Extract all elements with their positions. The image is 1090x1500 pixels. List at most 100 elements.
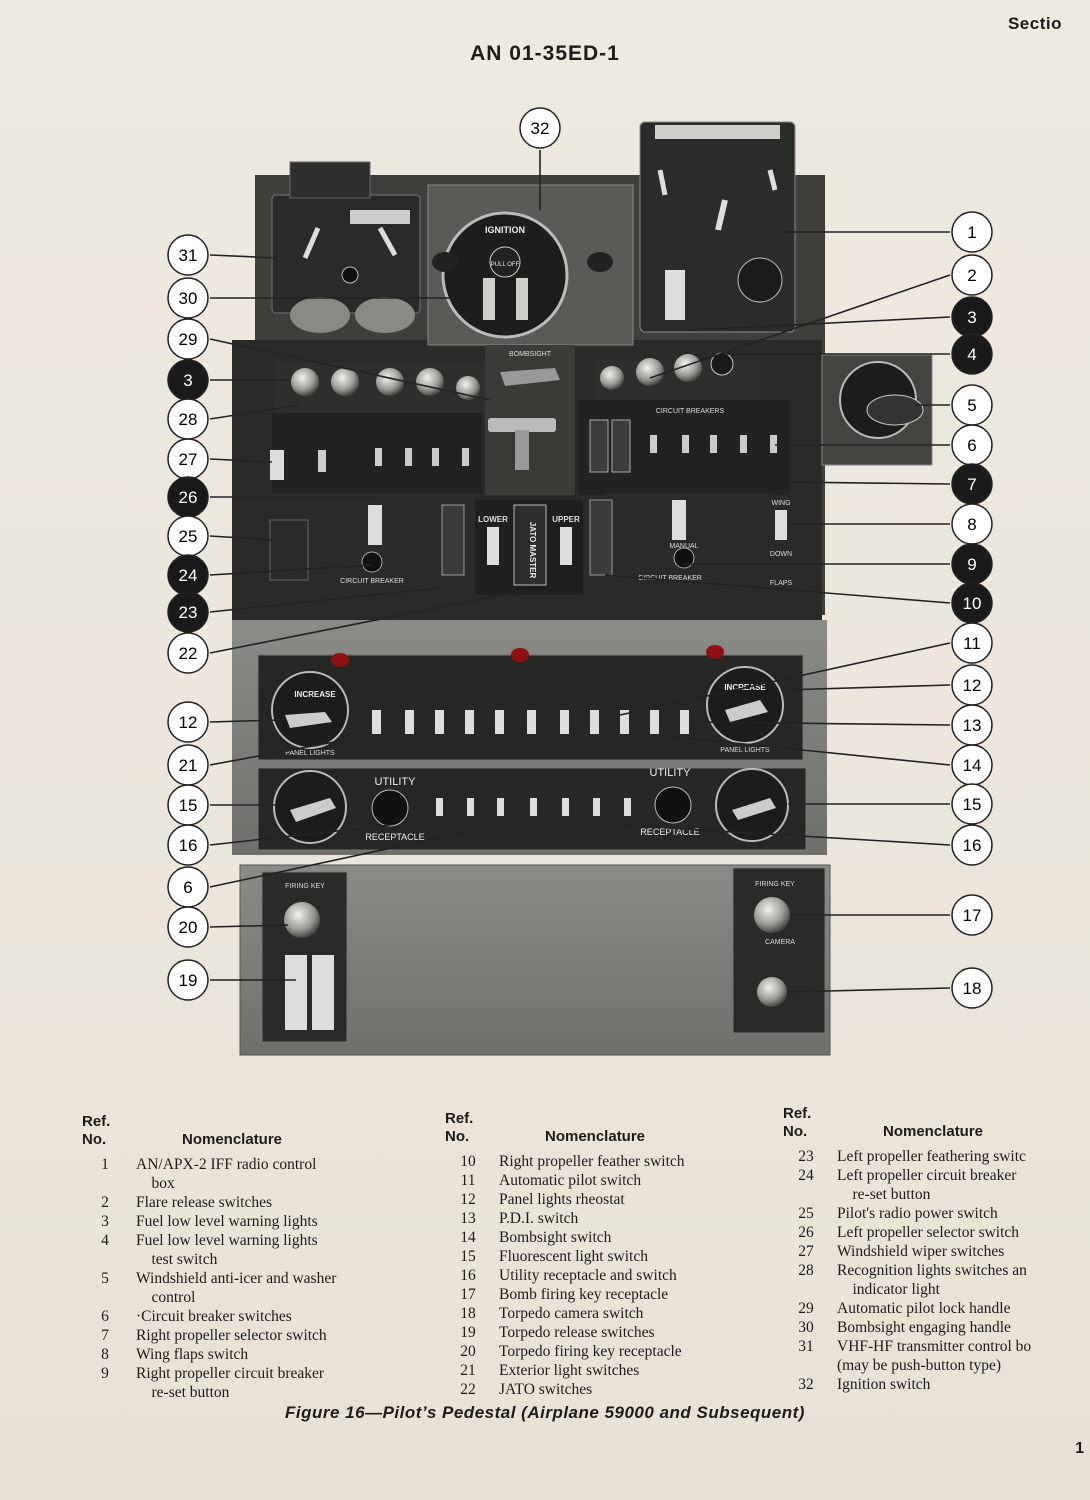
legend-ref-number: 12 bbox=[460, 1191, 476, 1208]
circuit-breakers-label: CIRCUIT BREAKERS bbox=[656, 408, 725, 415]
callout-30: 30 bbox=[167, 277, 209, 319]
legend-nomenclature: re-set button bbox=[837, 1186, 931, 1203]
torpedo-firing-key-label: FIRING KEY bbox=[285, 883, 325, 890]
left-propeller-selector-switch bbox=[368, 505, 382, 545]
callout-19: 19 bbox=[167, 959, 209, 1001]
legend-nomenclature: test switch bbox=[136, 1251, 218, 1268]
svg-text:4: 4 bbox=[967, 345, 976, 364]
legend-row: 1 AN/APX-2 IFF radio control bbox=[82, 1155, 422, 1174]
svg-text:16: 16 bbox=[963, 836, 982, 855]
legend-ref-number: 23 bbox=[798, 1148, 814, 1165]
legend-nomenclature: Automatic pilot switch bbox=[499, 1172, 642, 1189]
increase-left-label: INCREASE bbox=[294, 690, 336, 699]
camera-label: CAMERA bbox=[765, 939, 795, 946]
legend-ref-number: 8 bbox=[101, 1346, 109, 1363]
legend-ref-number bbox=[82, 1250, 136, 1269]
ignition-label: IGNITION bbox=[485, 225, 525, 235]
svg-text:2: 2 bbox=[967, 266, 976, 285]
legend-ref-number: 32 bbox=[798, 1376, 814, 1393]
legend-nomenclature: Utility receptacle and switch bbox=[499, 1267, 677, 1284]
svg-text:10: 10 bbox=[963, 594, 982, 613]
callout-16-right: 16 bbox=[951, 824, 993, 866]
callout-12-right: 12 bbox=[951, 664, 993, 706]
svg-text:20: 20 bbox=[179, 918, 198, 937]
svg-text:32: 32 bbox=[531, 119, 550, 138]
callout-10: 10 bbox=[951, 582, 993, 624]
callout-20: 20 bbox=[167, 906, 209, 948]
down-label: DOWN bbox=[770, 551, 792, 558]
svg-text:19: 19 bbox=[179, 971, 198, 990]
callout-32: 32 bbox=[519, 107, 561, 149]
legend-ref-number: 25 bbox=[798, 1205, 814, 1222]
panel-lights-left-label: PANEL LIGHTS bbox=[285, 750, 335, 757]
svg-text:23: 23 bbox=[179, 603, 198, 622]
svg-text:5: 5 bbox=[967, 396, 976, 415]
legend-ref-number: 27 bbox=[798, 1243, 814, 1260]
utility-right-label: UTILITY bbox=[650, 767, 692, 779]
legend-nomenclature: Right propeller selector switch bbox=[136, 1327, 327, 1344]
callout-25: 25 bbox=[167, 515, 209, 557]
legend-ref-number: 13 bbox=[460, 1210, 476, 1227]
legend-ref-number: 20 bbox=[460, 1343, 476, 1360]
svg-text:18: 18 bbox=[963, 979, 982, 998]
svg-text:15: 15 bbox=[963, 795, 982, 814]
fuel-warning-lights-right bbox=[600, 352, 734, 390]
legend-ref-number: 31 bbox=[798, 1338, 814, 1355]
legend-nomenclature: Bomb firing key receptacle bbox=[499, 1286, 669, 1303]
svg-text:13: 13 bbox=[963, 716, 982, 735]
legend-ref-number: 24 bbox=[798, 1167, 814, 1184]
legend-ref-number bbox=[82, 1383, 136, 1402]
legend-nomenclature: Torpedo firing key receptacle bbox=[499, 1343, 682, 1360]
legend-row: re-set button bbox=[82, 1383, 422, 1402]
bomb-firing-key-label: FIRING KEY bbox=[755, 881, 795, 888]
legend-nomenclature: Left propeller selector switch bbox=[837, 1224, 1020, 1241]
legend-nomenclature: Bombsight engaging handle bbox=[837, 1319, 1011, 1336]
svg-text:11: 11 bbox=[963, 634, 981, 653]
svg-text:16: 16 bbox=[179, 836, 198, 855]
legend-ref-number: 2 bbox=[101, 1194, 109, 1211]
legend-nomenclature: re-set button bbox=[136, 1384, 230, 1401]
bombsight-engaging-handle bbox=[500, 368, 560, 386]
callout-17: 17 bbox=[951, 894, 993, 936]
legend-ref-number bbox=[783, 1356, 837, 1375]
legend-ref-number bbox=[82, 1174, 136, 1193]
wing-label: WING bbox=[771, 500, 790, 507]
utility-left-label: UTILITY bbox=[375, 776, 417, 788]
ref-no-header: Ref.No. bbox=[82, 1113, 111, 1148]
legend-ref-number bbox=[783, 1280, 837, 1299]
legend-ref-number: 11 bbox=[460, 1172, 476, 1189]
legend-row: re-set button bbox=[783, 1185, 1090, 1204]
legend-nomenclature: box bbox=[136, 1175, 175, 1192]
svg-text:15: 15 bbox=[179, 796, 198, 815]
callout-14: 14 bbox=[951, 744, 993, 786]
wing-flaps-switch bbox=[775, 510, 787, 540]
legend-row: box bbox=[82, 1174, 422, 1193]
document-number: AN 01-35ED-1 bbox=[470, 42, 620, 65]
legend-nomenclature: Ignition switch bbox=[837, 1376, 931, 1393]
legend-ref-number: 1 bbox=[101, 1156, 109, 1173]
right-propeller-selector-switch bbox=[672, 500, 686, 540]
callouts-left: 31 30 29 3 28 27 26 25 24 23 22 12 21 15… bbox=[167, 234, 209, 1001]
panel-lights-right-label: PANEL LIGHTS bbox=[720, 747, 770, 754]
callout-27: 27 bbox=[167, 438, 209, 480]
legend-nomenclature: AN/APX-2 IFF radio control bbox=[136, 1156, 317, 1173]
svg-text:12: 12 bbox=[963, 676, 982, 695]
svg-text:30: 30 bbox=[179, 289, 198, 308]
legend-row: test switch bbox=[82, 1250, 422, 1269]
legend-row: 11 Automatic pilot switch bbox=[445, 1171, 780, 1190]
legend-ref-number: 4 bbox=[101, 1232, 109, 1249]
legend-ref-number: 30 bbox=[798, 1319, 814, 1336]
ref-no-header: Ref.No. bbox=[445, 1110, 474, 1145]
right-feather-switch bbox=[589, 499, 613, 576]
callout-9: 9 bbox=[951, 543, 993, 585]
